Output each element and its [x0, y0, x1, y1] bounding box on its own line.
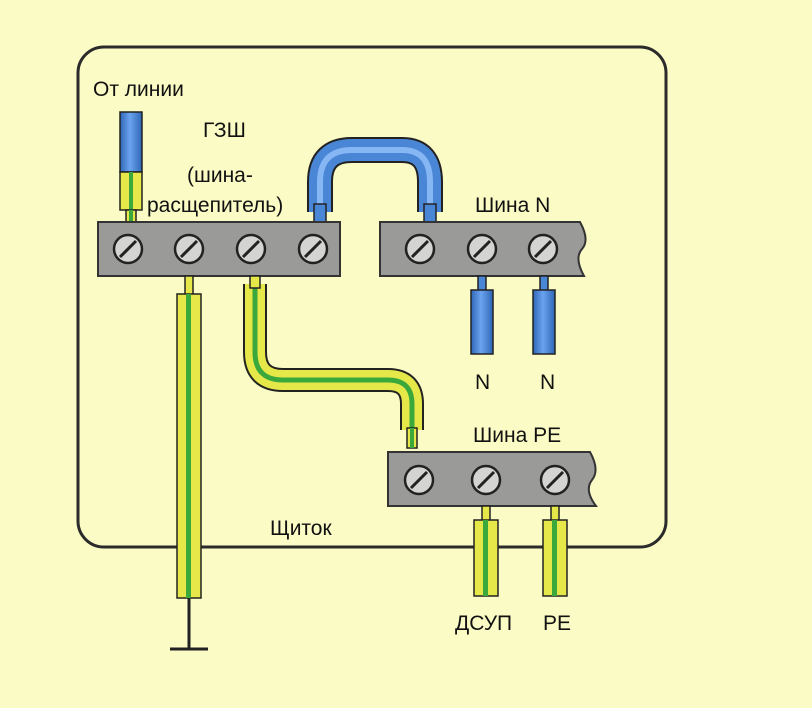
gzsh-bus-bar: [97, 221, 341, 277]
label-gzsh-note-1: (шина-: [187, 164, 253, 187]
pe-output-wire-dsup: [473, 505, 499, 597]
label-from-line: От линии: [93, 78, 184, 101]
panel-enclosure: [76, 45, 668, 549]
label-bus-pe: Шина PE: [473, 424, 561, 447]
ground-wire: [170, 275, 208, 651]
screw-terminal: [466, 233, 498, 265]
screw-terminal: [470, 464, 502, 496]
label-gzsh: ГЗШ: [203, 119, 246, 142]
screw-terminal: [404, 233, 436, 265]
bus-n-bar: [379, 221, 587, 277]
label-panel: Щиток: [270, 517, 332, 540]
label-wire-n: N: [540, 371, 555, 394]
label-dsup: ДСУП: [455, 612, 512, 635]
label-wire-n: N: [475, 371, 490, 394]
neutral-output-wire: [470, 275, 494, 355]
screw-terminal: [539, 464, 571, 496]
screw-terminal: [403, 464, 435, 496]
neutral-jumper-wire: [307, 137, 443, 227]
screw-terminal: [527, 233, 559, 265]
label-bus-n: Шина N: [475, 194, 550, 217]
screw-terminal: [297, 233, 329, 265]
pe-output-wire-pe: [542, 505, 568, 597]
label-pe: PE: [543, 612, 571, 635]
bus-pe-bar: [387, 451, 598, 507]
screw-terminal: [173, 233, 205, 265]
pe-link-wire: [243, 275, 424, 449]
neutral-output-wire: [532, 275, 556, 355]
incoming-line-wire: [119, 111, 143, 225]
screw-terminal: [235, 233, 267, 265]
screw-terminal: [112, 233, 144, 265]
label-gzsh-note-2: расщепитель): [147, 194, 283, 217]
